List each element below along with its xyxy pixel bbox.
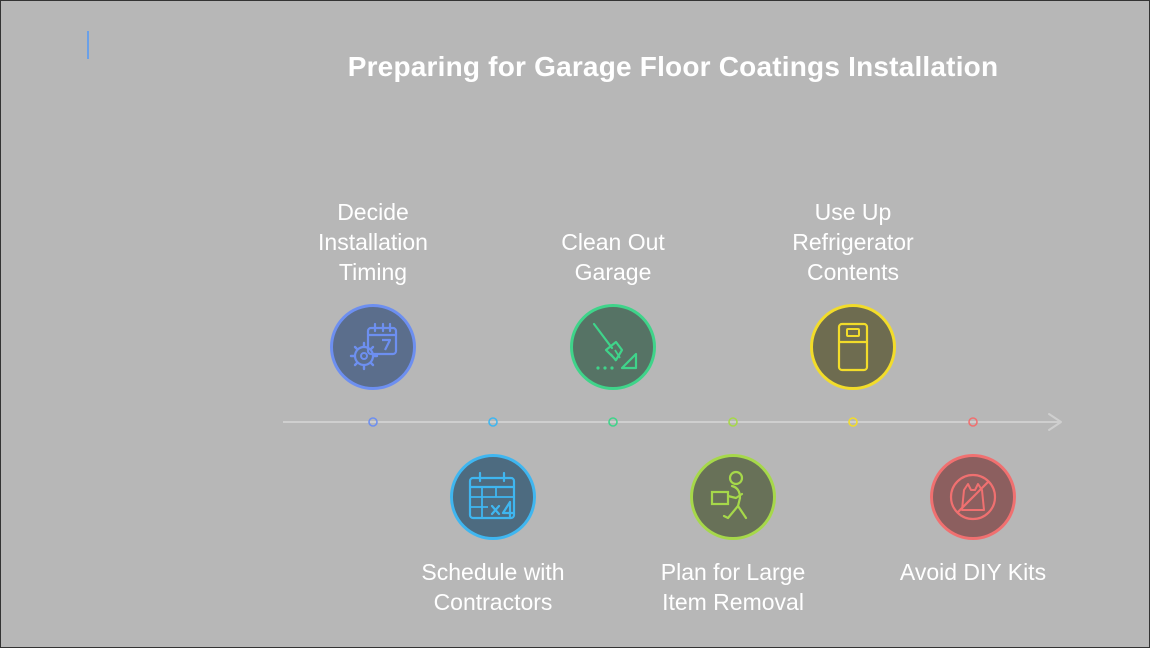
broom-icon	[592, 322, 638, 370]
refrigerator-icon	[837, 322, 869, 372]
step-2-label: Schedule with Contractors	[421, 559, 565, 615]
calendar-times-four-icon	[468, 471, 516, 520]
step-1-icon-circle	[330, 304, 416, 390]
timeline-dot-1	[368, 417, 378, 427]
timeline-arrowhead	[1048, 413, 1062, 431]
timeline-dot-2	[488, 417, 498, 427]
step-5-label: Use Up Refrigerator Contents	[792, 199, 914, 285]
step-2-icon-circle	[450, 454, 536, 540]
text-cursor-mark	[87, 31, 89, 59]
step-5-icon-circle	[810, 304, 896, 390]
step-4-icon-circle	[690, 454, 776, 540]
timeline-dot-6	[968, 417, 978, 427]
step-6-label: Avoid DIY Kits	[899, 559, 1047, 585]
timeline-dot-4	[728, 417, 738, 427]
diagram-title: Preparing for Garage Floor Coatings Inst…	[347, 51, 999, 82]
step-4-label: Plan for Large Item Removal	[660, 559, 806, 615]
step-3-icon-circle	[570, 304, 656, 390]
step-6-icon-circle	[930, 454, 1016, 540]
calendar-gear-icon	[349, 322, 398, 371]
person-carrying-box-icon	[710, 470, 748, 520]
step-3-label: Clean Out Garage	[561, 229, 665, 285]
step-1-label: Decide Installation Timing	[318, 199, 428, 285]
no-plastic-bag-icon	[949, 473, 997, 521]
timeline-dot-5	[848, 417, 858, 427]
timeline-dot-3	[608, 417, 618, 427]
